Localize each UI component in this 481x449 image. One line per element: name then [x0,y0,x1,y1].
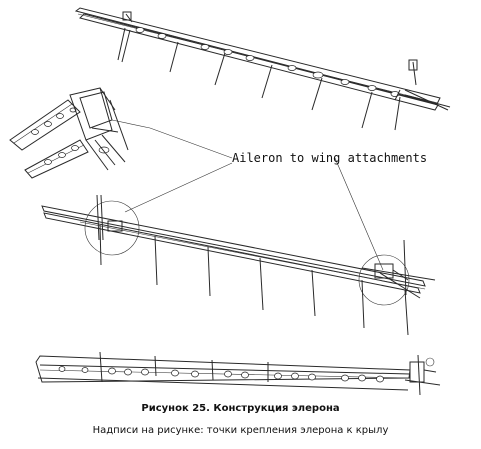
end-bracket-middle-left [96,194,123,241]
end-bracket-top-left [122,11,133,23]
hinge-struts-middle [99,224,409,336]
figure-caption-title: Рисунок 25. Конструкция элерона [141,403,340,414]
attachment-circle-left [84,200,140,256]
callout: Aileron to wing attachments [124,127,427,271]
end-fitting-bottom-right [404,354,441,396]
end-bracket-middle-right [374,239,409,296]
callout-label: Aileron to wing attachments [232,151,427,165]
middle-aileron-view [41,194,436,336]
end-bracket-top-right [394,59,418,101]
spar-holes-bottom [58,366,384,383]
spar-holes-top [135,27,400,97]
top-aileron-view [74,7,451,131]
hinge-struts-top [117,27,401,131]
attachment-detail-view [9,87,151,179]
aileron-structure-drawing: Aileron to wing attachments [9,7,451,396]
figure-caption-text: Надписи на рисунке: точки крепления элер… [92,425,389,436]
attachment-circle-right [358,254,410,306]
bottom-aileron-view [35,351,441,396]
